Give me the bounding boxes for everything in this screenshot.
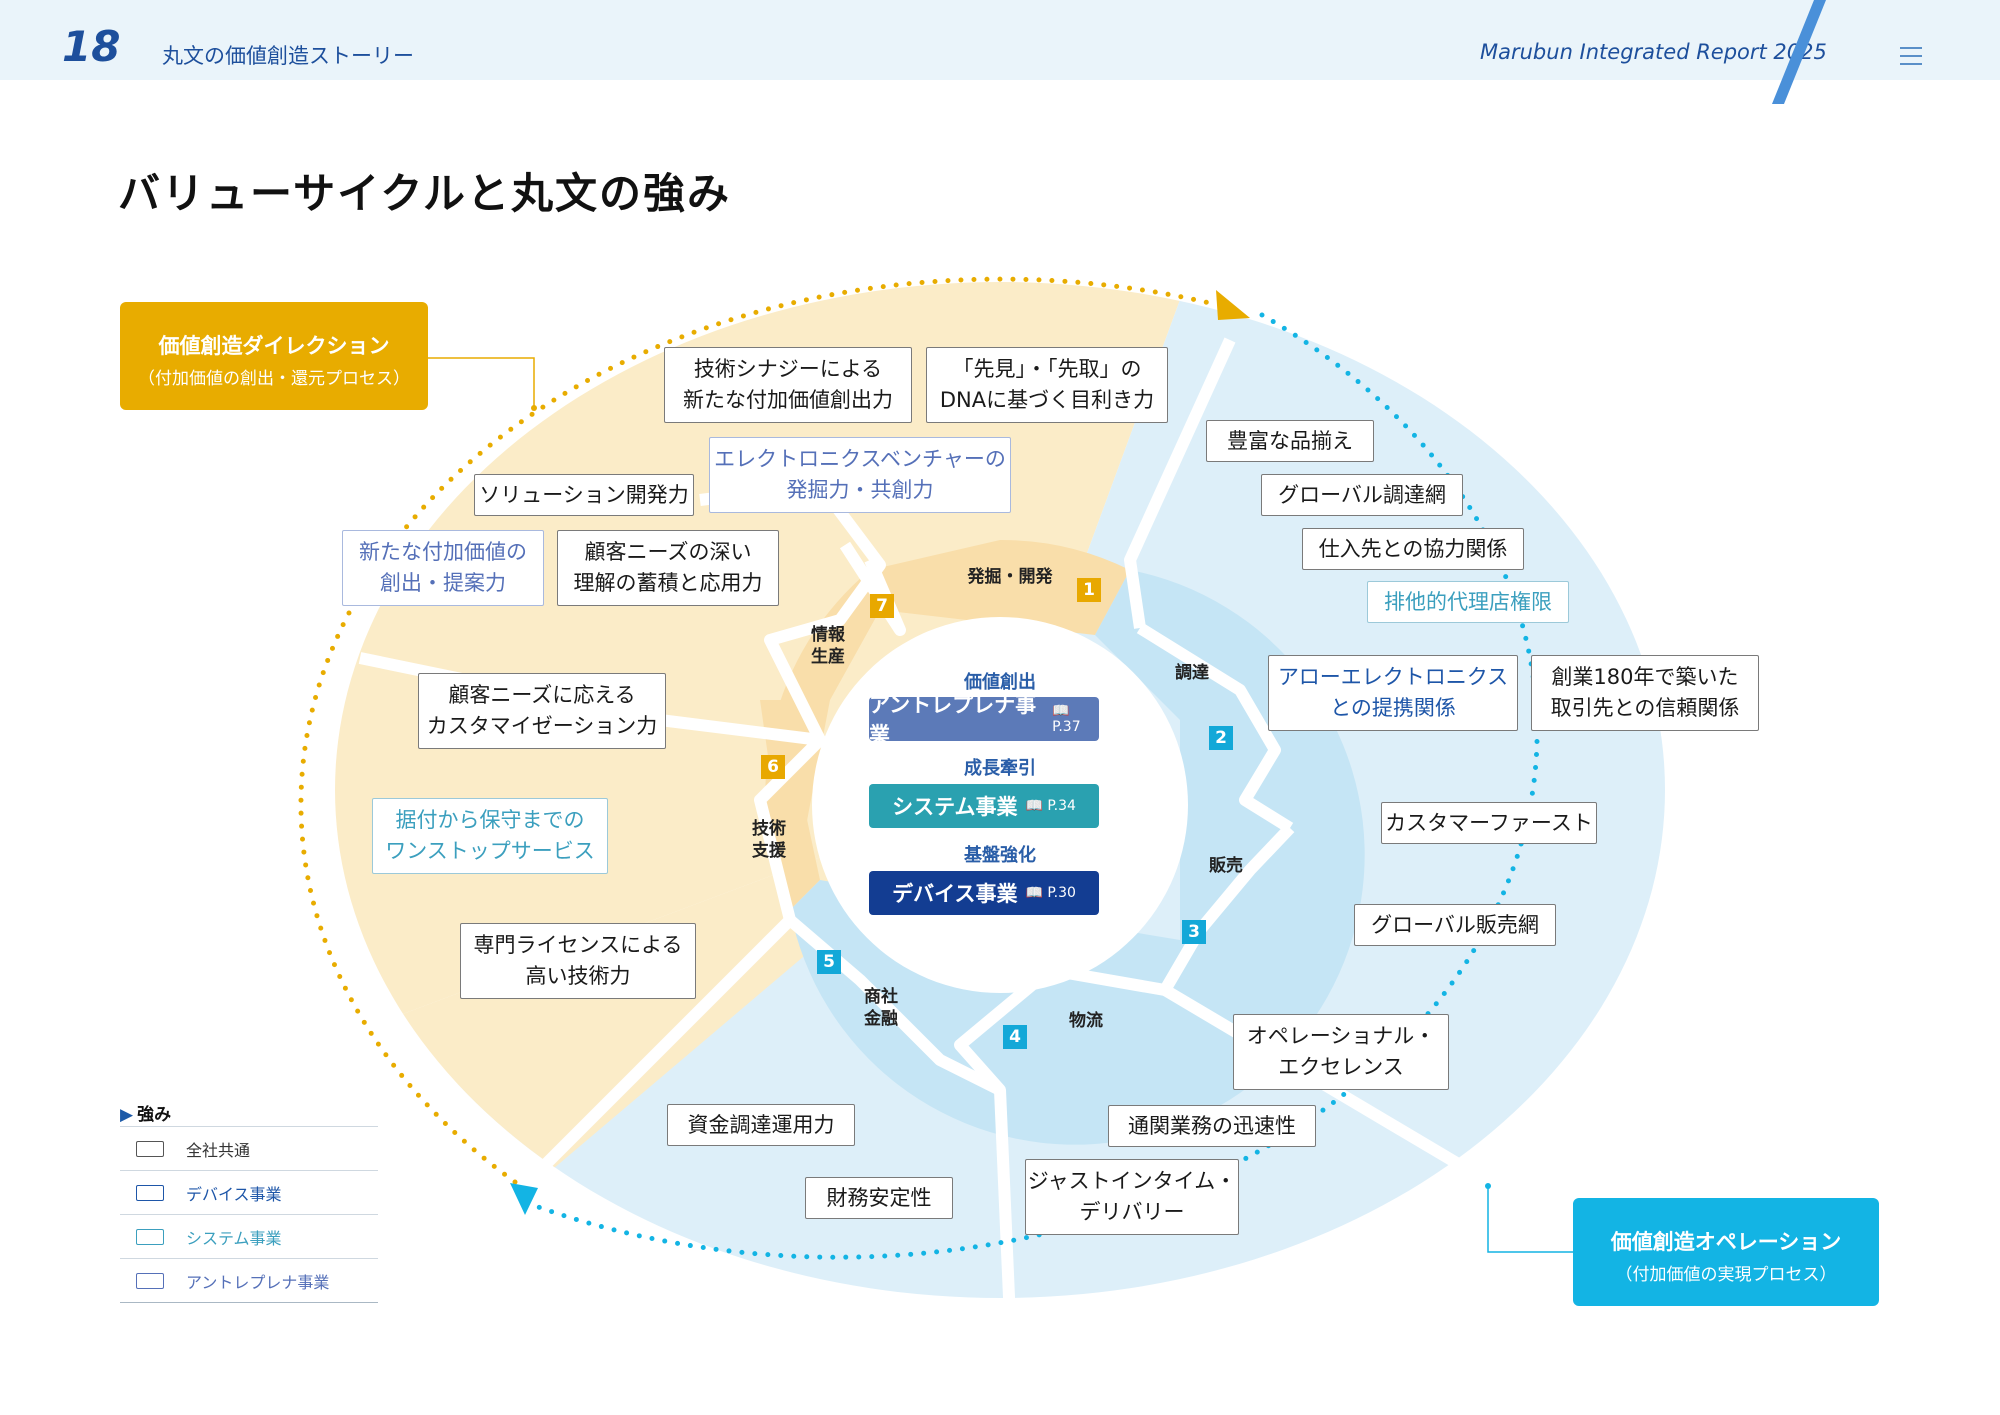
- segment-number-2: 2: [1209, 726, 1233, 750]
- strength-box: 据付から保守までの ワンストップサービス: [372, 798, 608, 874]
- operation-arrow-icon: [510, 1183, 538, 1215]
- segment-number-5: 5: [817, 950, 841, 974]
- segment-number-6: 6: [761, 755, 785, 779]
- segment-number-4: 4: [1003, 1025, 1027, 1049]
- segment-label-6: 技術 支援: [752, 819, 786, 861]
- strength-box: グローバル販売網: [1354, 904, 1556, 946]
- page-header: 18 丸文の価値創造ストーリー Marubun Integrated Repor…: [0, 0, 2000, 104]
- operation-connector: [1487, 1186, 1573, 1253]
- strength-box: 仕入先との協力関係: [1302, 528, 1524, 570]
- strength-box: エレクトロニクスベンチャーの 発掘力・共創力: [709, 437, 1011, 513]
- legend-title: ▶強み: [120, 1105, 172, 1125]
- operation-label: 価値創造オペレーション （付加価値の実現プロセス）: [1573, 1198, 1879, 1306]
- book-icon: 📖 P.34: [1025, 798, 1076, 814]
- legend-item-common: 全社共通: [120, 1126, 378, 1170]
- strength-box: 「先見」・「先取」の DNAに基づく目利き力: [926, 347, 1168, 423]
- strength-box: オペレーショナル・ エクセレンス: [1233, 1014, 1449, 1090]
- book-icon: 📖 P.37: [1052, 703, 1081, 735]
- device-business-button[interactable]: デバイス事業📖 P.30: [869, 871, 1099, 915]
- strength-box: 顧客ニーズの深い 理解の蓄積と応用力: [557, 530, 779, 606]
- hamburger-menu-icon[interactable]: [1900, 47, 1922, 71]
- direction-label: 価値創造ダイレクション （付加価値の創出・還元プロセス）: [120, 302, 428, 410]
- book-icon: 📖 P.30: [1025, 885, 1076, 901]
- legend: ▶強み 全社共通 デバイス事業 システム事業 アントレプレナ事業: [120, 1100, 378, 1303]
- value-creation-label: 価値創出: [964, 672, 1036, 693]
- breadcrumb[interactable]: 丸文の価値創造ストーリー: [162, 44, 414, 68]
- legend-item-system: システム事業: [120, 1214, 378, 1258]
- segment-label-1: 発掘・開発: [967, 567, 1053, 587]
- segment-label-2: 調達: [1175, 663, 1209, 683]
- inner-ring-blue: [790, 570, 1365, 1145]
- divider-top: [1124, 337, 1236, 629]
- direction-dotted-arc: [298, 276, 1221, 1185]
- report-title: Marubun Integrated Report 2025: [1480, 40, 1827, 64]
- legend-item-device: デバイス事業: [120, 1170, 378, 1214]
- divider-2: [1136, 622, 1294, 834]
- segment-number-1: 1: [1077, 578, 1101, 602]
- strength-box: 財務安定性: [805, 1177, 953, 1219]
- strength-box: ソリューション開発力: [474, 474, 694, 516]
- strength-box: 資金調達運用力: [667, 1104, 855, 1146]
- segment-label-3: 販売: [1209, 856, 1243, 876]
- inner-ring-yellow: [765, 539, 1130, 910]
- foundation-label: 基盤強化: [964, 845, 1036, 866]
- strength-box: カスタマーファースト: [1381, 802, 1597, 844]
- strength-box: ジャストインタイム・ デリバリー: [1025, 1159, 1239, 1235]
- strength-box: 豊富な品揃え: [1206, 420, 1374, 462]
- strength-box: 顧客ニーズに応える カスタマイゼーション力: [418, 673, 666, 749]
- growth-traction-label: 成長牽引: [964, 758, 1036, 779]
- divider-1: [839, 541, 906, 636]
- segment-label-5: 商社 金融: [864, 987, 898, 1029]
- segment-label-4: 物流: [1069, 1011, 1103, 1031]
- page-number: 18: [62, 22, 121, 71]
- strength-box: アローエレクトロニクス との提携関係: [1268, 655, 1518, 731]
- segment-number-3: 3: [1182, 920, 1206, 944]
- segment-number-7: 7: [870, 594, 894, 618]
- strength-box: 専門ライセンスによる 高い技術力: [460, 923, 696, 999]
- direction-connector: [428, 357, 535, 408]
- strength-box: 排他的代理店権限: [1367, 581, 1569, 623]
- strength-box: 新たな付加価値の 創出・提案力: [342, 530, 544, 606]
- strength-box: 創業180年で築いた 取引先との信頼関係: [1531, 655, 1759, 731]
- legend-item-entrepreneur: アントレプレナ事業: [120, 1258, 378, 1303]
- segment-label-7: 情報 生産: [811, 625, 845, 667]
- page-title: バリューサイクルと丸文の強み: [118, 169, 732, 218]
- strength-box: グローバル調達網: [1261, 474, 1463, 516]
- system-business-button[interactable]: システム事業📖 P.34: [869, 784, 1099, 828]
- triangle-right-icon: ▶: [120, 1105, 134, 1125]
- direction-arrow-icon: [1216, 290, 1250, 320]
- strength-box: 技術シナジーによる 新たな付加価値創出力: [664, 347, 912, 423]
- divider-5: [535, 914, 1003, 1175]
- strength-box: 通関業務の迅速性: [1108, 1105, 1316, 1147]
- operation-dotted-arc: [527, 312, 1540, 1260]
- entrepreneur-business-button[interactable]: アントレプレナ事業📖 P.37: [869, 693, 1099, 747]
- divider-4: [954, 964, 1167, 1321]
